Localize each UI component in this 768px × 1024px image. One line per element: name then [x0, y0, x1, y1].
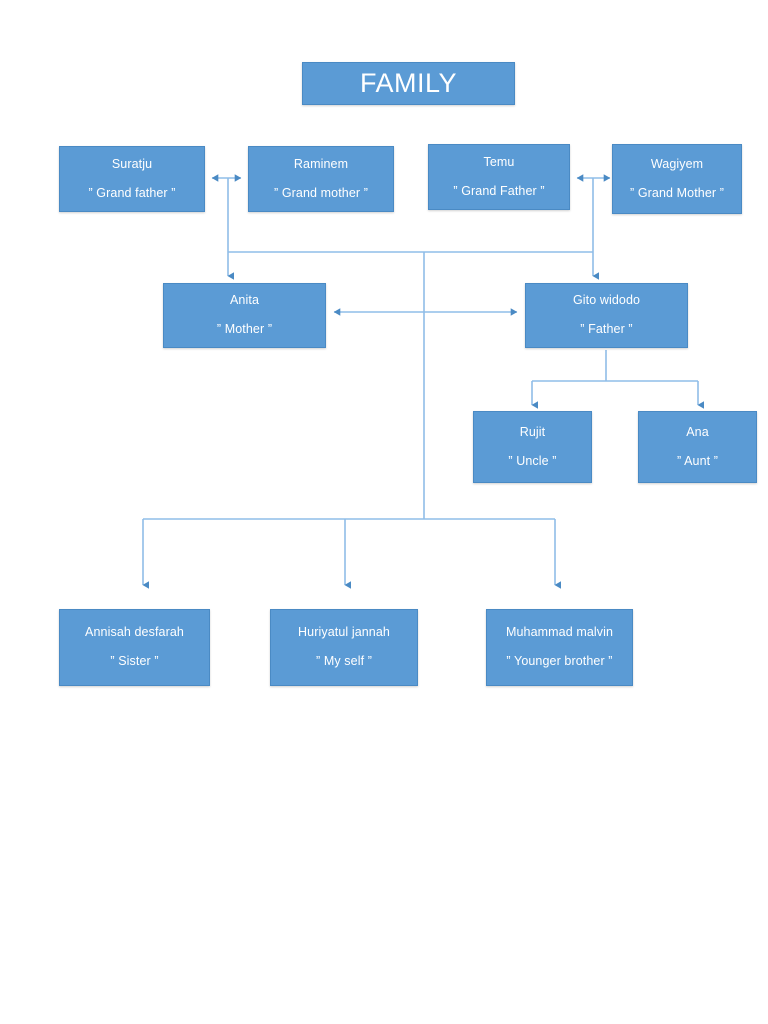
node-name: Temu — [483, 154, 515, 169]
node-temu[interactable]: Temu ” Grand Father ” — [428, 144, 570, 210]
node-relation: ” Grand father ” — [88, 185, 176, 200]
node-raminem[interactable]: Raminem ” Grand mother ” — [248, 146, 394, 212]
node-relation: ” Grand Mother ” — [630, 185, 724, 200]
node-name: Huriyatul jannah — [298, 625, 390, 640]
node-suratju[interactable]: Suratju ” Grand father ” — [59, 146, 205, 212]
node-name: Suratju — [111, 156, 153, 171]
node-relation: ” Grand mother ” — [274, 185, 368, 200]
page-title: FAMILY — [302, 62, 515, 105]
node-relation: ” Mother ” — [216, 322, 273, 336]
node-name: Ana — [686, 424, 709, 439]
node-name: Anita — [230, 293, 259, 308]
node-relation: ” My self ” — [316, 654, 372, 668]
node-name: Annisah desfarah — [85, 625, 184, 640]
node-name: Gito widodo — [572, 293, 641, 308]
node-relation: ” Younger brother ” — [506, 654, 613, 668]
node-annisah-desfarah[interactable]: Annisah desfarah ” Sister ” — [59, 609, 210, 686]
node-name: Wagiyem — [650, 156, 704, 171]
node-ana[interactable]: Ana ” Aunt ” — [638, 411, 757, 483]
node-relation: ” Uncle ” — [508, 453, 557, 468]
node-muhammad-malvin[interactable]: Muhammad malvin ” Younger brother ” — [486, 609, 633, 686]
node-name: Rujit — [519, 424, 546, 439]
node-relation: ” Aunt ” — [676, 453, 719, 468]
node-relation: ” Sister ” — [110, 654, 159, 668]
page-title-text: FAMILY — [359, 68, 458, 98]
node-relation: ” Father ” — [580, 322, 633, 336]
node-gito-widodo[interactable]: Gito widodo ” Father ” — [525, 283, 688, 348]
node-name: Raminem — [293, 156, 349, 171]
node-anita[interactable]: Anita ” Mother ” — [163, 283, 326, 348]
node-name: Muhammad malvin — [505, 625, 614, 640]
node-relation: ” Grand Father ” — [453, 183, 545, 198]
node-rujit[interactable]: Rujit ” Uncle ” — [473, 411, 592, 483]
node-huriyatul-jannah[interactable]: Huriyatul jannah ” My self ” — [270, 609, 418, 686]
node-wagiyem[interactable]: Wagiyem ” Grand Mother ” — [612, 144, 742, 214]
